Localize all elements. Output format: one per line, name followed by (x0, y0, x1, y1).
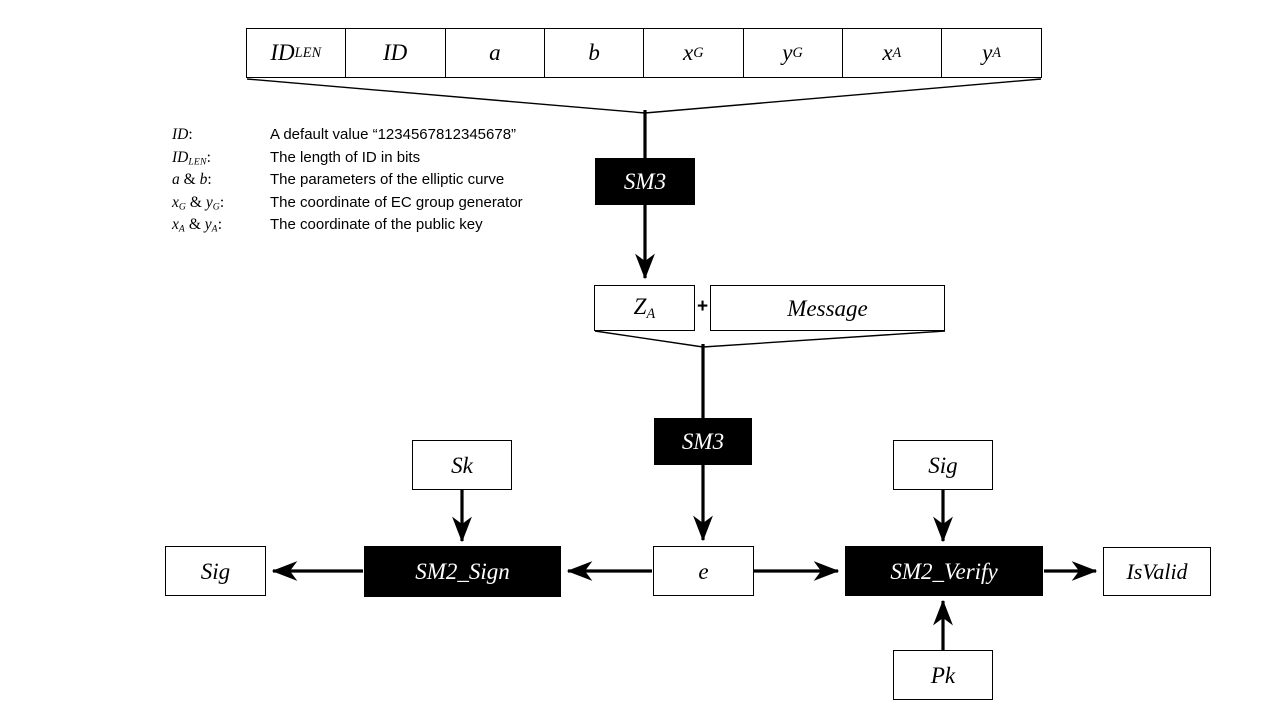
table-cell-a: a (446, 29, 546, 77)
legend-value: The coordinate of EC group generator (270, 193, 523, 211)
cell-subscript: LEN (294, 44, 322, 61)
cell-subscript: G (792, 44, 803, 61)
legend-key: ID: (172, 126, 270, 144)
node-isvalid: IsValid (1103, 547, 1211, 596)
legend-key: xA & yA: (172, 216, 223, 235)
node-sm3-mid: SM3 (654, 418, 752, 465)
plus-operator: + (697, 296, 709, 317)
funnel-mid (594, 330, 946, 348)
table-cell-b: b (545, 29, 644, 77)
cell-base: y (982, 40, 993, 65)
legend-row: a & b: The parameters of the elliptic cu… (172, 171, 523, 194)
node-sig-output: Sig (165, 546, 266, 596)
legend-row: ID: A default value “1234567812345678” (172, 126, 523, 149)
legend-key: IDLEN: (172, 149, 270, 168)
legend-key-tail: : (188, 126, 193, 143)
legend-value: The coordinate of the public key (270, 216, 483, 233)
cell-base: b (588, 40, 600, 65)
node-message: Message (710, 285, 945, 331)
legend-value: A default value “1234567812345678” (270, 126, 517, 143)
legend-key-base: ID (172, 148, 189, 166)
legend-key-base: a (172, 171, 180, 188)
table-cell-id: ID (346, 29, 446, 77)
legend-row: xA & yA: The coordinate of the public ke… (172, 216, 523, 239)
node-za-label: ZA (633, 293, 656, 322)
node-za: ZA (594, 285, 695, 331)
cell-base: x (683, 40, 694, 65)
cell-base: ID (270, 40, 295, 65)
legend-key-subscript: LEN (188, 156, 207, 168)
legend-row: xG & yG: The coordinate of EC group gene… (172, 194, 523, 217)
node-sm2-verify: SM2_Verify (845, 546, 1043, 596)
cell-subscript: A (892, 44, 902, 61)
legend-key-base: ID (172, 126, 189, 143)
node-sm3-top: SM3 (595, 158, 695, 205)
legend-key-tail: : (206, 148, 211, 166)
funnel-top (246, 78, 1042, 114)
node-sm2-sign: SM2_Sign (364, 546, 561, 597)
legend-key-base: x (172, 216, 179, 233)
legend-value: The parameters of the elliptic curve (270, 171, 505, 188)
legend-key-base: x (172, 193, 179, 211)
legend-key: xG & yG: (172, 193, 225, 213)
node-sk: Sk (412, 440, 512, 490)
legend-value: The length of ID in bits (270, 148, 421, 166)
legend-key-subscript: A (178, 223, 185, 235)
node-e: e (653, 546, 754, 596)
node-sig-input: Sig (893, 440, 993, 490)
cell-base: x (882, 40, 893, 65)
cell-base: y (782, 40, 793, 65)
cell-subscript: A (992, 44, 1002, 61)
cell-subscript: G (693, 44, 704, 61)
legend: ID: A default value “1234567812345678” I… (172, 126, 523, 239)
legend-key-subscript: G (178, 201, 187, 213)
cell-base: a (489, 40, 501, 65)
node-pk: Pk (893, 650, 993, 700)
cell-base: ID (382, 40, 408, 65)
legend-row: IDLEN: The length of ID in bits (172, 149, 523, 172)
legend-key: a & b: (172, 171, 212, 188)
